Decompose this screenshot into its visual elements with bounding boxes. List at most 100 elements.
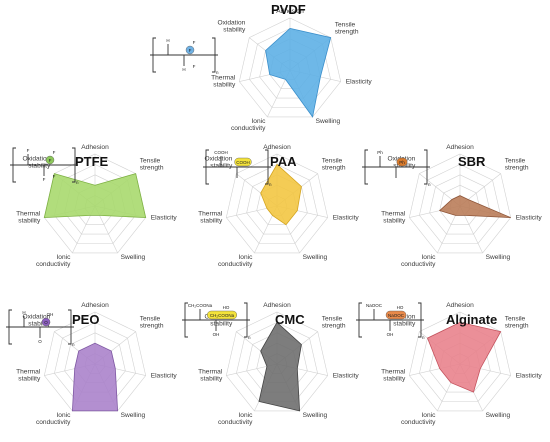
axis-label-adhesion: Adhesion: [81, 144, 109, 151]
axis-label-swelling: Swelling: [316, 118, 341, 125]
axis-label-line: Swelling: [316, 118, 341, 125]
grid-ring: [236, 164, 318, 244]
axis-label-line: stability: [213, 82, 236, 89]
atom-label: F: [193, 40, 196, 45]
axis-label-line: conductivity: [36, 261, 71, 268]
grid-ring: [408, 311, 512, 412]
axis-label-adhesion: Adhesion: [81, 302, 109, 309]
axis-label-line: conductivity: [36, 419, 71, 426]
axis-label-adhesion: Adhesion: [263, 144, 291, 151]
atom-label: H: [22, 310, 25, 315]
grid-ring: [439, 184, 481, 225]
grid-ring: [238, 17, 342, 118]
functional-group-label: O: [44, 320, 48, 325]
axis-label-line: strength: [322, 165, 346, 172]
axis-label-line: Tensile: [505, 158, 526, 165]
axis-label-elasticity: Elasticity: [333, 373, 360, 380]
axis-label-line: stability: [393, 163, 416, 170]
axis-label-elasticity: Elasticity: [516, 373, 543, 380]
functional-group-label: NaOOC: [388, 313, 405, 318]
axis-label-line: Elasticity: [516, 215, 543, 222]
grid-ring: [225, 311, 329, 412]
atom-label: OH: [213, 332, 220, 337]
axis-label-line: Tensile: [505, 316, 526, 323]
functional-group-badge: [185, 45, 195, 55]
axis-label-line: Elasticity: [151, 373, 178, 380]
axis-label-line: Tensile: [140, 158, 161, 165]
grid-ring: [429, 174, 491, 235]
axis-label-line: Adhesion: [446, 144, 474, 151]
axis-label-line: conductivity: [218, 419, 253, 426]
axis-label-line: Elasticity: [333, 373, 360, 380]
axis-label-line: Oxidation: [22, 314, 50, 321]
repeat-n: n: [216, 70, 219, 75]
axis-label-line: Adhesion: [263, 302, 291, 309]
axis-label-adhesion: Adhesion: [446, 144, 474, 151]
binder-title: Alginate: [446, 312, 497, 327]
atom-label: CH₂COONa: [188, 303, 213, 308]
functional-group-label: Ph: [399, 160, 405, 165]
axis-label-line: Ionic: [251, 118, 266, 125]
atom-label: COOH: [214, 150, 228, 155]
atom-label: NaOOC: [366, 303, 383, 308]
grid-ring: [246, 174, 308, 235]
axis-label-elasticity: Elasticity: [151, 215, 178, 222]
axis-label-line: Swelling: [486, 254, 511, 261]
axis-label-line: stability: [383, 218, 406, 225]
axis-label-elasticity: Elasticity: [333, 215, 360, 222]
repeat-n: n: [72, 342, 75, 347]
axis-label-line: stability: [210, 321, 233, 328]
axis-label-line: strength: [322, 323, 346, 330]
axis-label-line: strength: [505, 165, 529, 172]
atom-label: H: [166, 38, 169, 43]
axis-label-line: Adhesion: [81, 144, 109, 151]
axis-label-line: Ionic: [421, 254, 436, 261]
axis-label-line: conductivity: [231, 125, 266, 132]
axis-label-line: Swelling: [303, 412, 328, 419]
axis-label-line: Oxidation: [22, 156, 50, 163]
functional-group-label: F: [49, 158, 52, 163]
functional-group-badge: [41, 317, 51, 327]
atom-label: F: [53, 150, 56, 155]
axis-label-line: stability: [210, 163, 233, 170]
functional-group-badge: [207, 310, 238, 320]
axis-label-elasticity: Elasticity: [346, 79, 373, 86]
grid-ring: [419, 164, 501, 244]
axis-label-line: strength: [335, 29, 359, 36]
axis-label-line: Swelling: [486, 412, 511, 419]
axis-label-adhesion: Adhesion: [276, 8, 304, 15]
axis-label-swelling: Swelling: [121, 412, 146, 419]
binder-title: PEO: [72, 312, 99, 327]
data-area-pvdf: [265, 27, 332, 118]
functional-group-badge: [45, 155, 55, 165]
axis-label-line: stability: [383, 376, 406, 383]
axis-label-line: strength: [140, 165, 164, 172]
axis-label-line: Tensile: [335, 22, 356, 29]
data-area-paa: [260, 163, 302, 226]
axis-label-line: Elasticity: [346, 79, 373, 86]
functional-group-label: F: [189, 48, 192, 53]
axis-label-line: Thermal: [211, 75, 236, 82]
atom-label: F: [53, 174, 56, 179]
atom-label: OH: [387, 332, 394, 337]
axis-label-line: Elasticity: [516, 373, 543, 380]
